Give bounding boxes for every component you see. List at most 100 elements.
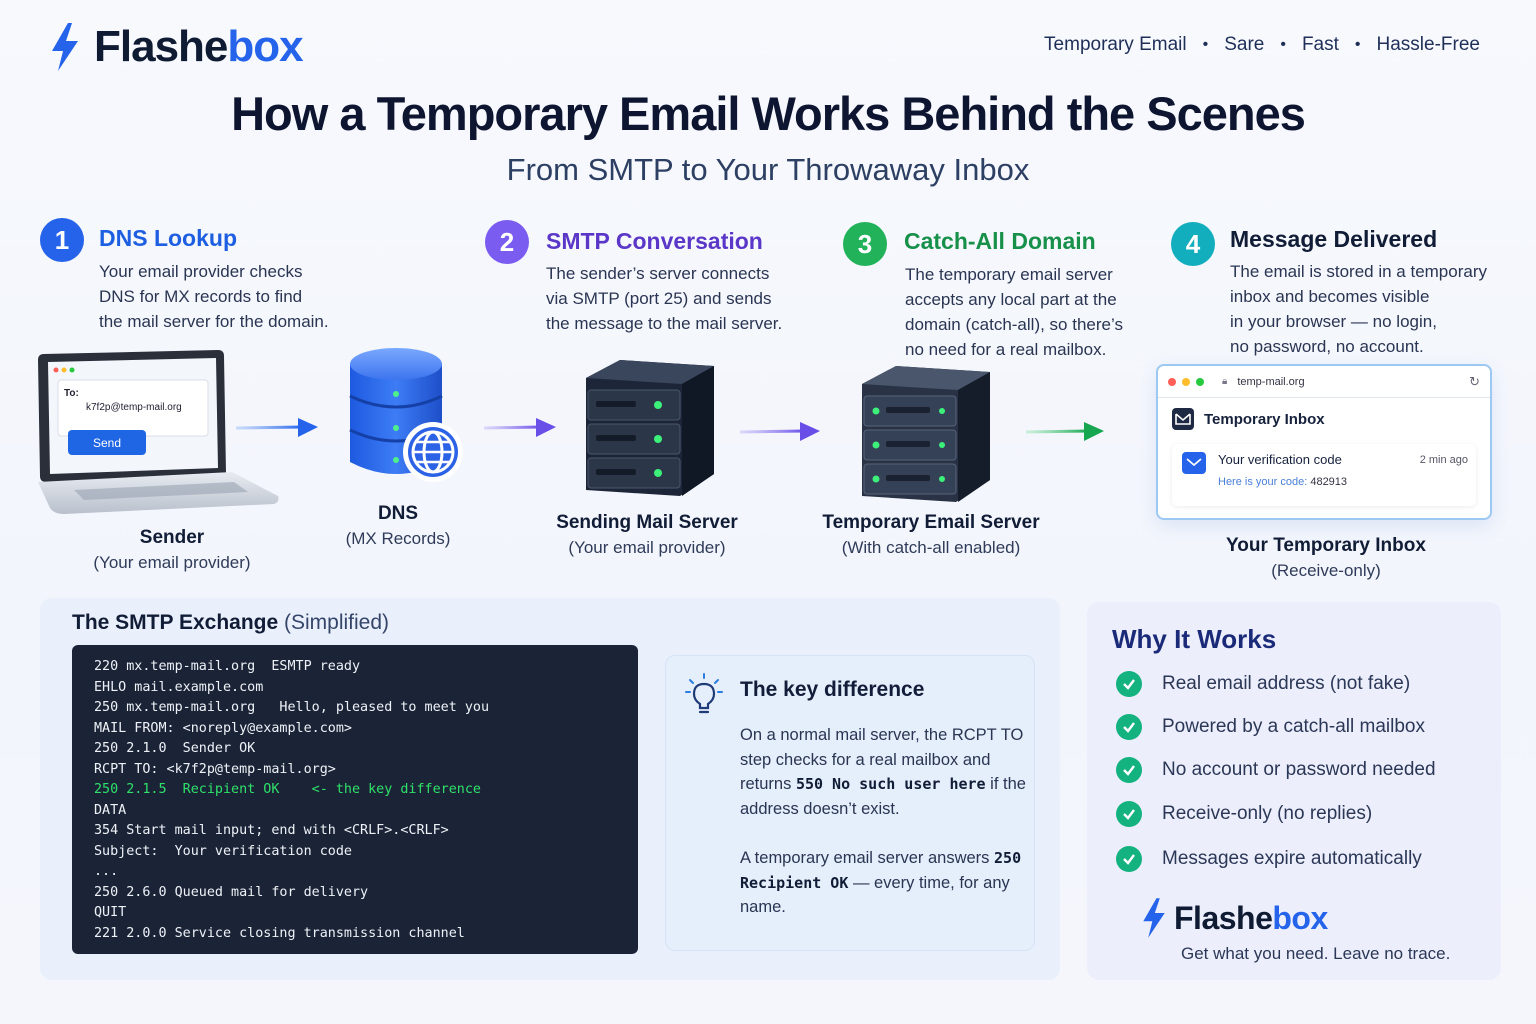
header-tagline: Temporary Email • Sare • Fast • Hassle-F… <box>1044 34 1480 56</box>
check-icon <box>1116 846 1142 872</box>
why-item: Real email address (not fake) <box>1116 671 1410 697</box>
why-title: Why It Works <box>1112 624 1277 654</box>
check-icon <box>1116 671 1142 697</box>
refresh-icon[interactable]: ↻ <box>1469 373 1480 389</box>
tagline-item: Fast <box>1301 34 1339 55</box>
key-difference-text-2: A temporary email server answers 250 Rec… <box>740 849 1022 916</box>
tagline-separator: • <box>1280 36 1286 53</box>
inbox-header: Temporary Inbox <box>1158 398 1490 440</box>
message-preview: Here is your code: 482913 <box>1218 476 1348 488</box>
envelope-icon <box>1182 452 1206 474</box>
maximize-dot-icon[interactable] <box>1196 377 1204 386</box>
terminal-line: 250 2.1.0 Sender OK <box>94 741 256 756</box>
check-icon <box>1116 757 1142 783</box>
temp-server-sub: (With catch-all enabled) <box>841 538 1021 557</box>
lock-icon: 🔒︎ <box>1222 376 1228 387</box>
why-item: Receive-only (no replies) <box>1116 801 1372 827</box>
lightning-icon <box>1143 898 1165 938</box>
terminal-line: MAIL FROM: <noreply@example.com> <box>94 720 352 736</box>
terminal-line: RCPT TO: <k7f2p@temp-mail.org> <box>94 761 336 777</box>
brand-name: Flashebox <box>94 22 304 71</box>
why-item: Messages expire automatically <box>1116 846 1422 872</box>
terminal-line: 221 2.0.0 Service closing transmission c… <box>94 925 465 941</box>
tagline-item: Hassle-Free <box>1376 34 1480 55</box>
to-label: To: <box>64 388 79 399</box>
arrow-icon <box>236 418 318 437</box>
tagline-separator: • <box>1354 36 1361 53</box>
temp-server-label: Temporary Email Server <box>822 512 1040 533</box>
terminal-line: 250 2.6.0 Queued mail for delivery <box>94 884 369 900</box>
why-item: No account or password needed <box>1116 757 1436 783</box>
step-1-title: DNS Lookup <box>99 225 237 251</box>
lightbulb-icon <box>685 673 723 714</box>
terminal-line: QUIT <box>94 905 127 920</box>
server-icon <box>586 360 714 496</box>
server-icon <box>862 366 990 502</box>
sender-sub: (Your email provider) <box>93 553 251 572</box>
step-2-number: 2 <box>485 220 529 264</box>
key-difference-text-1: On a normal mail server, the RCPT TO ste… <box>740 726 1026 818</box>
terminal-line: EHLO mail.example.com <box>94 679 264 695</box>
brand-logo[interactable]: Flashebox <box>48 22 304 72</box>
message-time: 2 min ago <box>1419 454 1468 466</box>
dns-sub: (MX Records) <box>345 529 451 548</box>
terminal-line: 354 Start mail input; end with <CRLF>.<C… <box>94 823 449 838</box>
sender-label: Sender <box>139 527 205 548</box>
footer-brand-name: Flashebox <box>1174 899 1328 936</box>
to-address: k7f2p@temp-mail.org <box>86 402 182 413</box>
inbox-window: 🔒︎ temp-mail.org ↻ Temporary Inbox Your … <box>1156 364 1492 520</box>
arrow-icon <box>740 422 820 441</box>
check-icon <box>1116 714 1142 740</box>
terminal-line: Subject: Your verification code <box>94 843 352 859</box>
sending-server-sub: (Your email provider) <box>568 538 726 557</box>
terminal-line: DATA <box>94 802 127 818</box>
step-1-number: 1 <box>40 218 84 262</box>
arrow-icon <box>484 418 556 437</box>
minimize-dot-icon[interactable] <box>1182 377 1190 386</box>
terminal-line: 220 mx.temp-mail.org ESMTP ready <box>94 659 361 674</box>
tagline-item: Sare <box>1224 34 1265 55</box>
step-3-title: Catch-All Domain <box>904 228 1096 254</box>
smtp-title: The SMTP Exchange (Simplified) <box>72 611 390 634</box>
tagline-separator: • <box>1202 36 1209 53</box>
message-subject: Your verification code <box>1218 452 1342 467</box>
inbox-node: Your Temporary Inbox (Receive-only) <box>1204 535 1448 581</box>
footer-logo[interactable]: Flashebox <box>1140 898 1328 938</box>
inbox-header-title: Temporary Inbox <box>1204 410 1325 428</box>
sending-server-node: Sending Mail Server (Your email provider… <box>532 512 762 558</box>
arrow-icon <box>1026 422 1104 441</box>
browser-bar: 🔒︎ temp-mail.org ↻ <box>1158 366 1490 398</box>
laptop-illustration: To: k7f2p@temp-mail.org Send <box>34 350 284 520</box>
step-4-number: 4 <box>1171 222 1215 266</box>
terminal-line-highlight: 250 2.1.5 Recipient OK <- the key differ… <box>94 782 481 797</box>
send-button[interactable]: Send <box>68 430 146 455</box>
key-difference-title: The key difference <box>740 678 925 701</box>
footer-tagline: Get what you need. Leave no trace. <box>1181 944 1451 963</box>
tagline-item: Temporary Email <box>1044 34 1187 55</box>
message-row[interactable]: Your verification code Here is your code… <box>1172 444 1476 506</box>
sending-server-label: Sending Mail Server <box>556 512 738 533</box>
step-4-title: Message Delivered <box>1230 226 1438 252</box>
why-item: Powered by a catch-all mailbox <box>1116 714 1425 740</box>
mail-icon <box>1172 408 1194 430</box>
step-2-title: SMTP Conversation <box>546 228 763 254</box>
sender-node: Sender (Your email provider) <box>62 527 282 573</box>
lightning-icon <box>52 23 78 71</box>
check-icon <box>1116 801 1142 827</box>
terminal-line: ... <box>94 864 119 879</box>
temp-server-node: Temporary Email Server (With catch-all e… <box>806 512 1056 558</box>
close-dot-icon[interactable] <box>1168 377 1176 386</box>
dns-label: DNS <box>377 503 419 524</box>
inbox-label: Your Temporary Inbox <box>1226 535 1426 556</box>
terminal-line: 250 mx.temp-mail.org Hello, pleased to m… <box>94 700 490 715</box>
dns-node: DNS (MX Records) <box>298 503 498 549</box>
inbox-sub: (Receive-only) <box>1271 561 1381 580</box>
page-title: How a Temporary Email Works Behind the S… <box>231 87 1306 140</box>
database-icon <box>349 348 463 482</box>
address-bar[interactable]: temp-mail.org <box>1237 375 1305 388</box>
step-3-number: 3 <box>843 222 887 266</box>
